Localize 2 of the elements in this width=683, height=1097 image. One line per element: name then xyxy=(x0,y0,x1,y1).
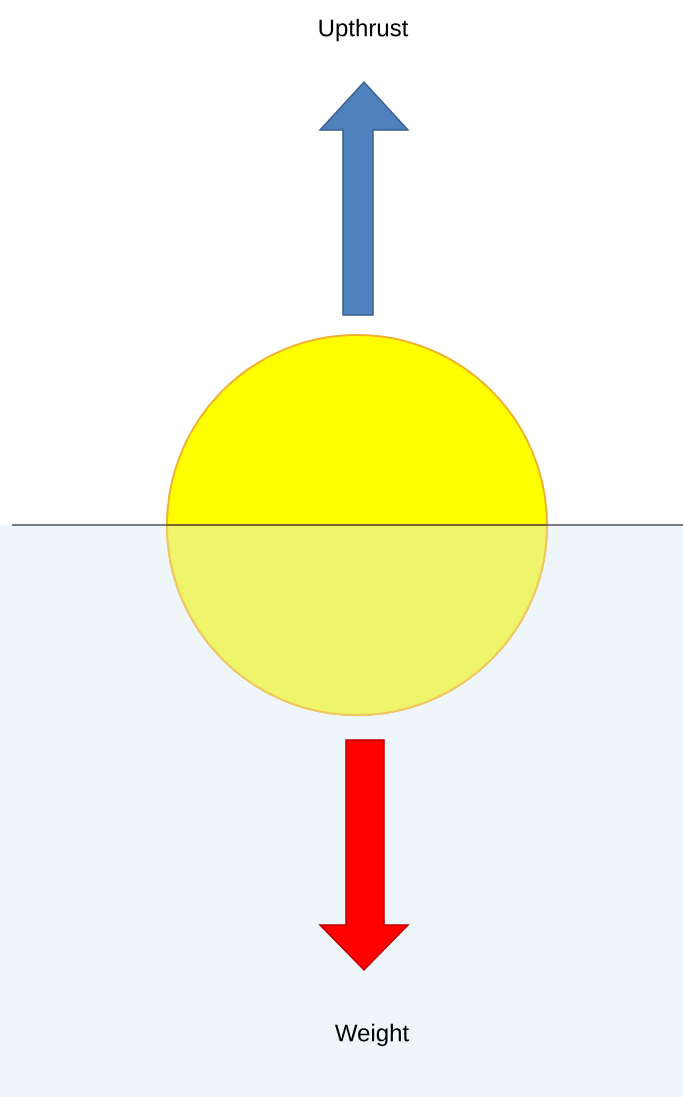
force-label: Upthrust xyxy=(319,18,409,42)
force-label: Weight xyxy=(335,1023,409,1047)
